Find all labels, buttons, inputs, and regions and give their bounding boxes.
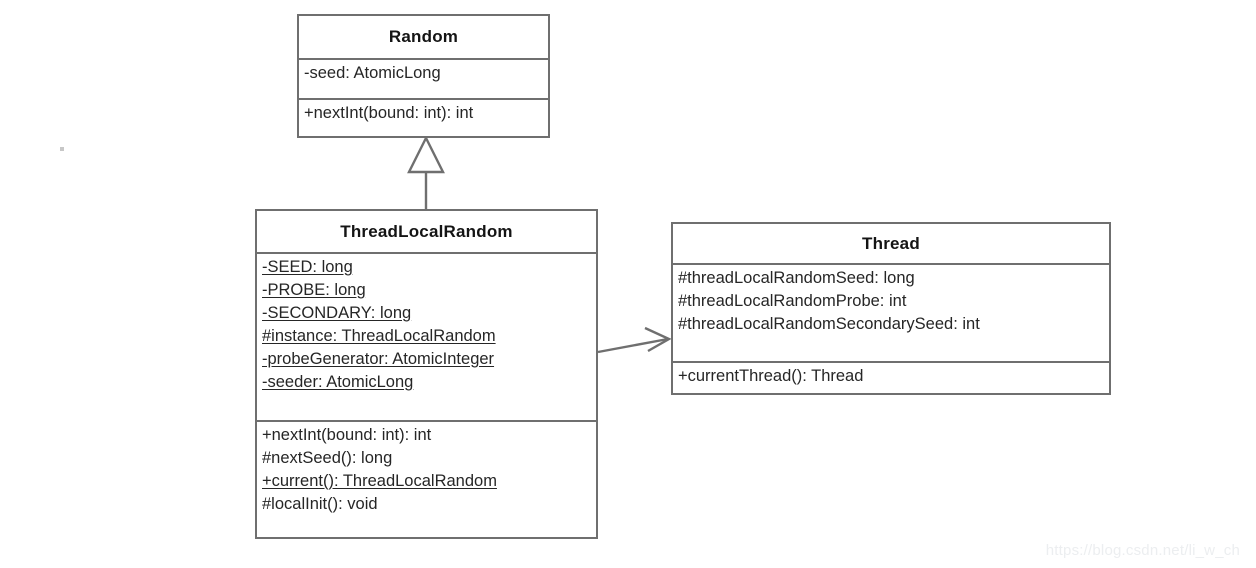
class-name-random: Random	[388, 27, 459, 46]
attribute-row: #threadLocalRandomSeed: long	[678, 269, 915, 287]
methods-compartment-threadlocalrandom: +nextInt(bound: int): int #nextSeed(): l…	[257, 420, 596, 537]
method-row: +currentThread(): Thread	[678, 367, 864, 385]
attribute-row: #threadLocalRandomProbe: int	[678, 292, 907, 310]
attribute-row: -PROBE: long	[262, 281, 366, 299]
attributes-compartment-random: -seed: AtomicLong	[299, 58, 548, 98]
uml-class-threadlocalrandom[interactable]: ThreadLocalRandom -SEED: long -PROBE: lo…	[255, 209, 598, 539]
uml-class-random[interactable]: Random -seed: AtomicLong +nextInt(bound:…	[297, 14, 550, 138]
attribute-row: -probeGenerator: AtomicInteger	[262, 350, 495, 368]
attribute-row: #instance: ThreadLocalRandom	[262, 327, 496, 345]
scan-artifact-speck	[60, 147, 64, 151]
attributes-compartment-threadlocalrandom: -SEED: long -PROBE: long -SECONDARY: lon…	[257, 252, 596, 420]
association-connector-threadlocalrandom-to-thread	[597, 326, 672, 354]
class-name-thread: Thread	[862, 233, 920, 253]
method-row: #localInit(): void	[262, 495, 378, 513]
attributes-compartment-thread: #threadLocalRandomSeed: long #threadLoca…	[673, 263, 1109, 361]
attribute-row: -seeder: AtomicLong	[262, 373, 414, 391]
methods-compartment-thread: +currentThread(): Thread	[673, 361, 1109, 395]
method-row: +current(): ThreadLocalRandom	[262, 472, 497, 490]
attribute-row: -SEED: long	[262, 258, 353, 276]
attribute-row: #threadLocalRandomSecondarySeed: int	[678, 315, 980, 333]
watermark-text: https://blog.csdn.net/li_w_ch	[1045, 542, 1240, 559]
method-row: +nextInt(bound: int): int	[304, 104, 474, 122]
generalization-connector-threadlocalrandom-to-random	[407, 135, 445, 209]
methods-compartment-random: +nextInt(bound: int): int	[299, 98, 548, 138]
method-row: #nextSeed(): long	[262, 449, 393, 467]
attribute-row: -seed: AtomicLong	[304, 64, 441, 82]
attribute-row: -SECONDARY: long	[262, 304, 412, 322]
uml-class-thread[interactable]: Thread #threadLocalRandomSeed: long #thr…	[671, 222, 1111, 395]
method-row: +nextInt(bound: int): int	[262, 426, 432, 444]
class-name-threadlocalrandom: ThreadLocalRandom	[340, 221, 513, 241]
